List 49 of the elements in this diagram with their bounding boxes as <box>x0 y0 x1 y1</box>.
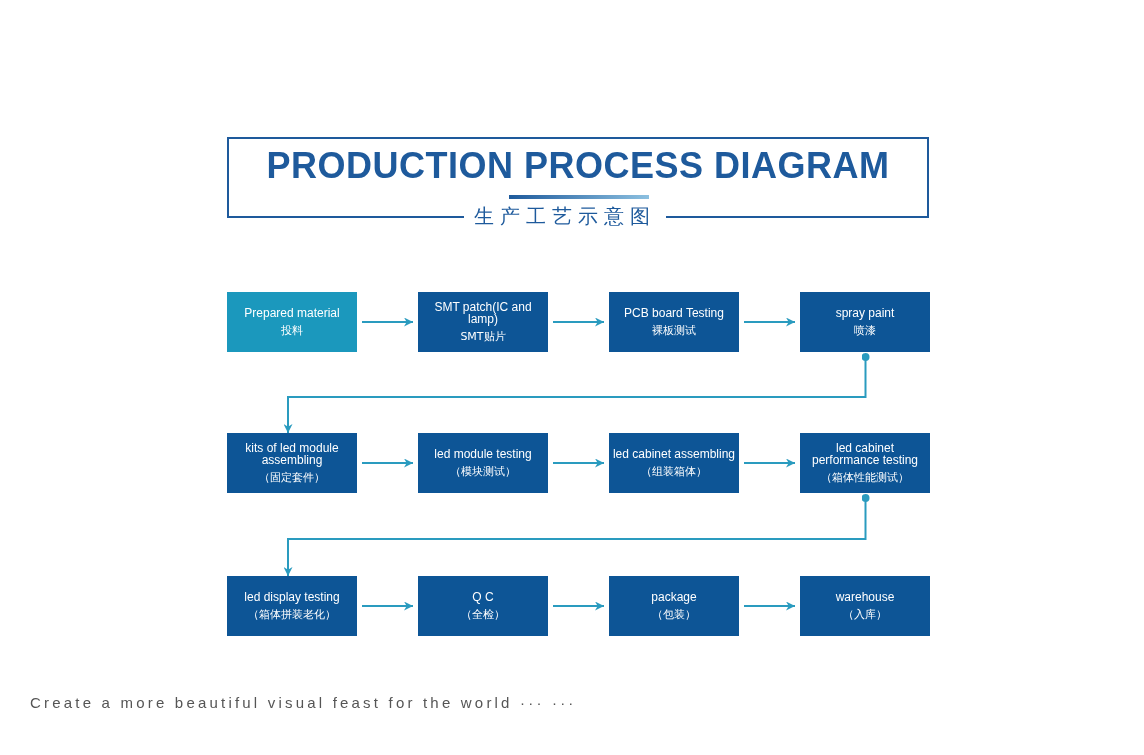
connector-arrow <box>283 494 870 577</box>
step-label: 喷漆 <box>854 324 876 337</box>
connector-arrow <box>743 458 796 468</box>
process-box <box>609 576 739 636</box>
process-box <box>418 433 548 493</box>
step-label: kits of led module assembling <box>244 442 340 466</box>
connector-arrow <box>743 601 796 611</box>
step-label: spray paint <box>835 307 895 319</box>
step-label: （组装箱体） <box>641 465 707 478</box>
process-box <box>227 433 357 493</box>
step-label: led cabinet assembling <box>612 448 736 460</box>
process-box <box>418 292 548 352</box>
step-label: 投料 <box>281 324 303 337</box>
step-label: Q C <box>472 591 494 603</box>
step-label: package <box>651 591 697 603</box>
process-box <box>418 576 548 636</box>
step-label: Prepared material <box>244 307 340 319</box>
step-label: （固定套件） <box>259 471 325 484</box>
connector-arrow <box>743 317 796 327</box>
step-label: （箱体性能测试） <box>821 471 909 484</box>
process-box <box>800 433 930 493</box>
connector-arrow <box>283 353 870 434</box>
process-box <box>609 292 739 352</box>
step-label: （模块测试） <box>450 465 516 478</box>
step-label: warehouse <box>835 591 895 603</box>
step-label: （全检） <box>461 608 505 621</box>
slogan: Create a more beautiful visual feast for the world ··· ··· <box>30 694 577 711</box>
step-label: 裸板测试 <box>652 324 696 337</box>
connector-arrow <box>552 601 605 611</box>
connector-arrow <box>361 601 414 611</box>
step-label: PCB board Testing <box>624 307 724 319</box>
step-label: led cabinet performance testing <box>810 442 920 466</box>
step-label: （箱体拼装老化） <box>248 608 336 621</box>
step-label: led module testing <box>434 448 532 460</box>
step-label: （包装） <box>652 608 696 621</box>
process-box <box>609 433 739 493</box>
connector-arrow <box>361 317 414 327</box>
connector-arrow <box>552 458 605 468</box>
connector-arrow <box>552 317 605 327</box>
step-label: SMT贴片 <box>460 330 506 343</box>
process-box <box>227 292 357 352</box>
step-label: （入库） <box>843 608 887 621</box>
step-label: led display testing <box>244 591 340 603</box>
connector-arrow <box>361 458 414 468</box>
process-box <box>227 576 357 636</box>
process-box <box>800 292 930 352</box>
step-label: SMT patch(IC and lamp) <box>433 301 533 325</box>
process-box <box>800 576 930 636</box>
diagram-title: PRODUCTION PROCESS DIAGRAM <box>265 145 891 187</box>
